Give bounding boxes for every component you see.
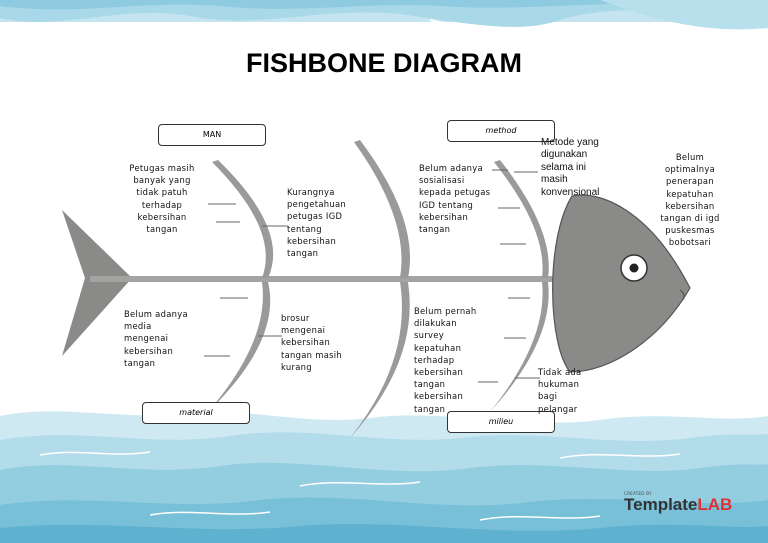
templatelab-logo: CREATED BY TemplateLAB [624, 491, 732, 514]
diagram-title: FISHBONE DIAGRAM [246, 48, 522, 78]
fish-spine [90, 276, 565, 282]
category-man-box: MAN [158, 124, 266, 146]
created-by-label: CREATED BY [624, 491, 652, 496]
top-waves [0, 0, 768, 33]
rib-center-upper [354, 140, 410, 278]
rib-milieu [490, 282, 549, 412]
pointer-lines [204, 169, 540, 383]
rib-material [208, 282, 271, 412]
category-material-box: material [142, 402, 250, 424]
rib-method [494, 160, 549, 278]
logo-wordmark: TemplateLAB [624, 495, 733, 514]
fish-pupil [629, 263, 639, 273]
fish-mouth [679, 289, 685, 301]
rib-center-lower [350, 282, 410, 438]
category-method-box: method [447, 120, 555, 142]
fish-head [552, 194, 691, 373]
fish-tail [62, 210, 132, 356]
rib-man [212, 160, 274, 278]
category-milieu-box: milieu [447, 411, 555, 433]
bottom-waves [0, 411, 768, 543]
